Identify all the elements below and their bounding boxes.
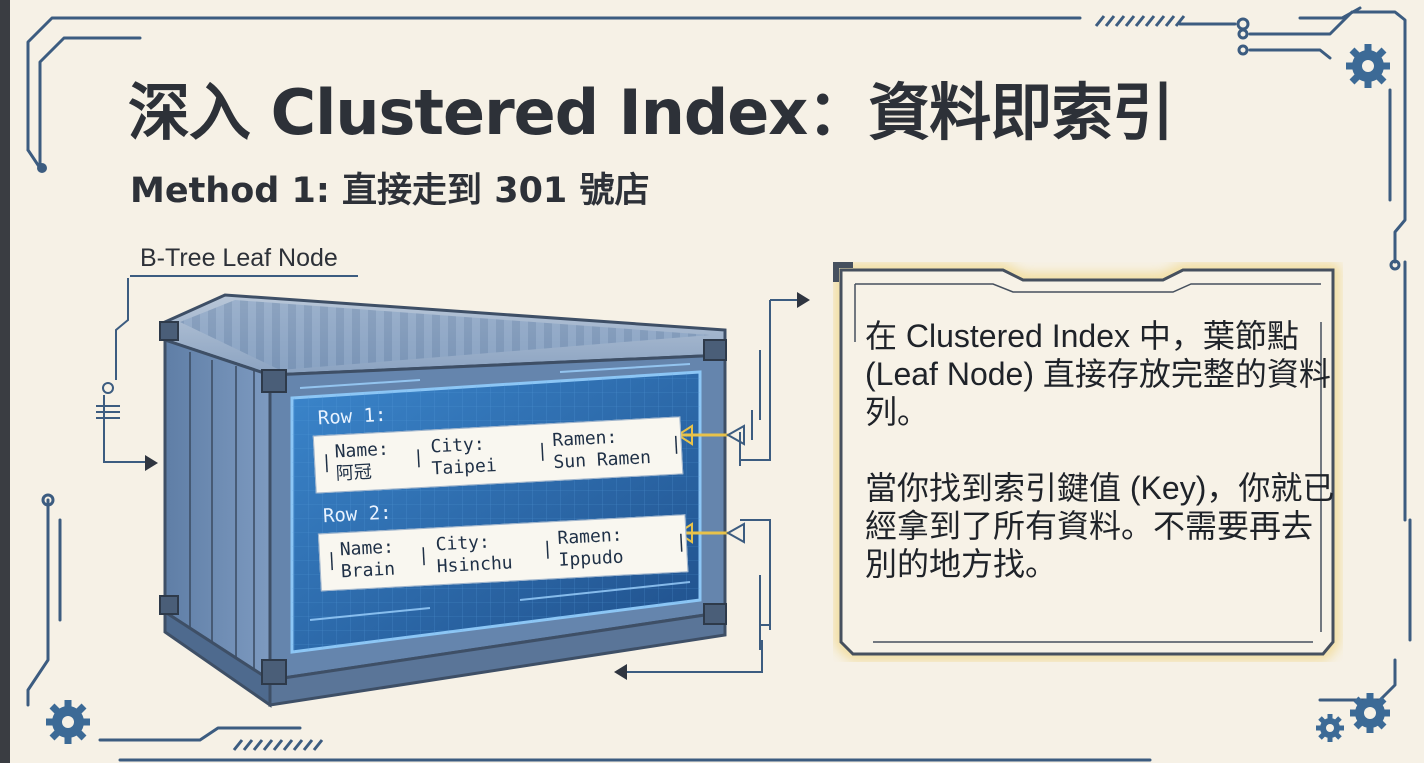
leaf-node-rows: Row 1: | Name: 阿冠 | City: Taipei | Ramen… xyxy=(305,382,697,602)
row-1-card: | Name: 阿冠 | City: Taipei | Ramen: Sun R… xyxy=(312,416,684,494)
row-1-ramen: | Ramen: Sun Ramen xyxy=(536,426,652,474)
info-paragraph-2: 當你找到索引鍵值 (Key)，你就已經拿到了所有資料。不需要再去別的地方找。 xyxy=(865,470,1335,582)
row-2-label: Row 2: xyxy=(322,501,393,528)
page-title: 深入 Clustered Index：資料即索引 xyxy=(128,76,1174,149)
info-text: 在 Clustered Index 中，葉節點 (Leaf Node) 直接存放… xyxy=(865,317,1335,621)
window-edge xyxy=(0,0,10,763)
row-1-city: | City: Taipei xyxy=(412,433,498,480)
row-1-label: Row 1: xyxy=(317,403,387,430)
row-2-card: | Name: Brain | City: Hsinchu | Ramen: I… xyxy=(317,514,689,592)
row-1-name: | Name: 阿冠 xyxy=(320,438,390,485)
row-2-city: | City: Hsinchu xyxy=(417,531,514,578)
page-subtitle: Method 1: 直接走到 301 號店 xyxy=(130,171,650,211)
info-paragraph-1: 在 Clustered Index 中，葉節點 (Leaf Node) 直接存放… xyxy=(865,318,1331,430)
info-panel-frame xyxy=(833,262,1339,660)
gear-icon xyxy=(1346,44,1390,88)
row-2-name: | Name: Brain xyxy=(325,536,396,583)
row-2-ramen: | Ramen: Ippudo xyxy=(541,524,625,571)
leaf-node-label: B-Tree Leaf Node xyxy=(140,244,338,272)
